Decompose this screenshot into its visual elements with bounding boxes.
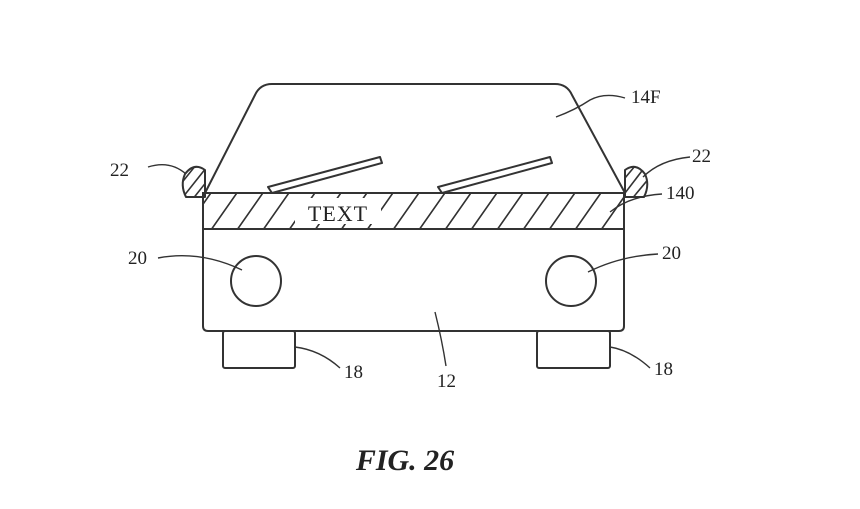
label-windshield: 14F	[631, 87, 661, 108]
wiper-left	[267, 156, 383, 194]
display-panel	[202, 192, 625, 230]
wheel-left	[222, 330, 296, 369]
panel-text: TEXT	[308, 201, 368, 226]
label-display-panel: 140	[666, 183, 695, 204]
label-headlight-left: 20	[128, 248, 147, 269]
windshield	[204, 83, 626, 194]
label-body: 12	[437, 371, 456, 392]
label-mirror-right: 22	[692, 146, 711, 167]
headlight-right	[545, 255, 597, 307]
label-mirror-left: 22	[110, 160, 129, 181]
wiper-right	[437, 156, 553, 194]
label-headlight-right: 20	[662, 243, 681, 264]
label-wheel-right: 18	[654, 359, 673, 380]
headlight-left	[230, 255, 282, 307]
label-wheel-left: 18	[344, 362, 363, 383]
figure-caption: FIG. 26	[355, 444, 454, 477]
wheel-right	[536, 330, 611, 369]
car-body	[202, 228, 625, 332]
